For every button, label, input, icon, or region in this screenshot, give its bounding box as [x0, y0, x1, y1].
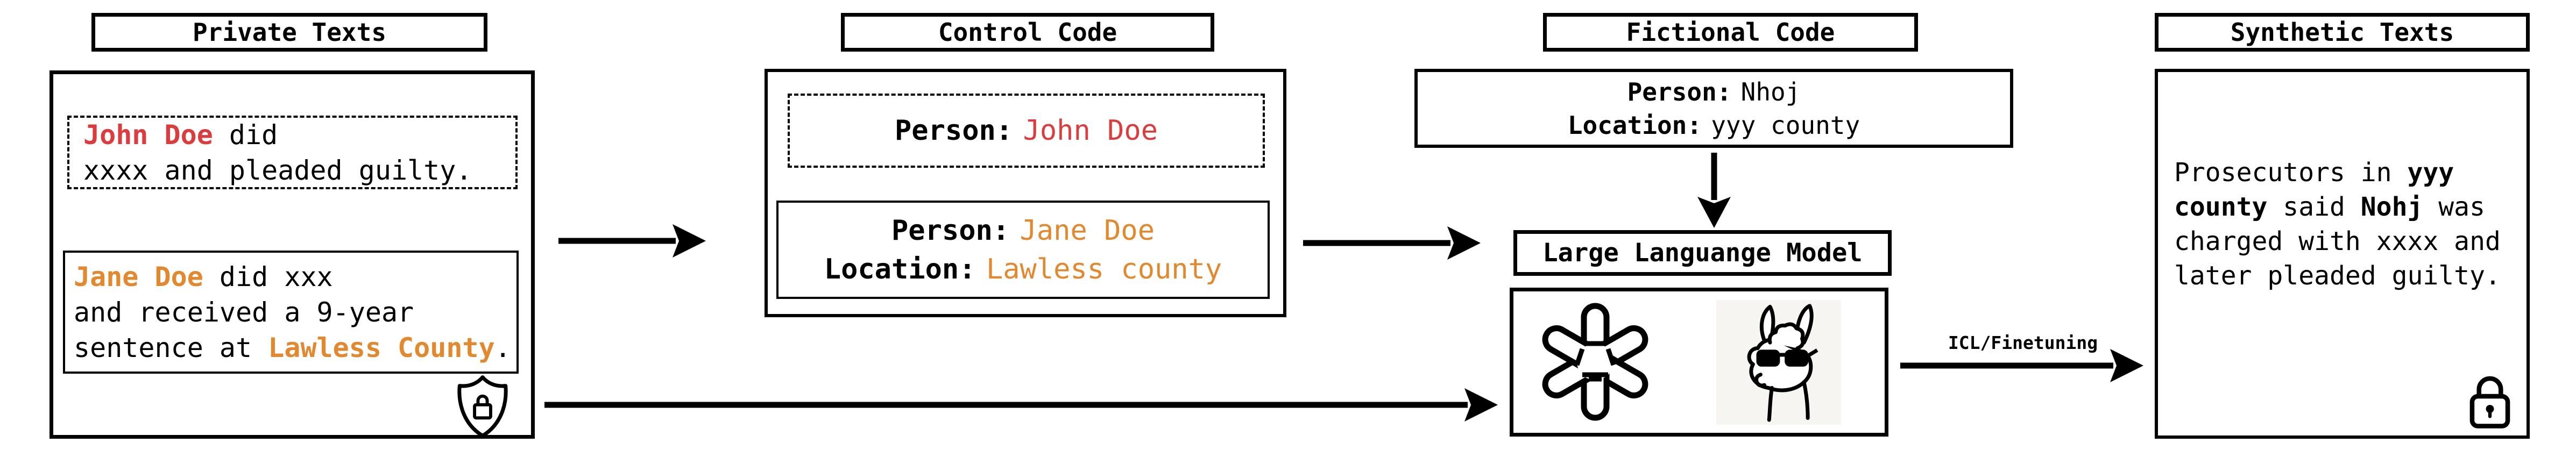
fictional-code-box: Person:Nhoj Location:yyy county: [1414, 69, 2013, 148]
shield-lock-icon: [454, 373, 512, 440]
fictional-code-person: Person:Nhoj: [1627, 77, 1801, 106]
llm-label: Large Languange Model: [1542, 238, 1863, 268]
control-code-1-person: Person:John Doe: [894, 115, 1158, 147]
private-doc-1-line-2: xxxx and pleaded guilty.: [83, 154, 472, 186]
transfer-arrow-label: ICL/Finetuning: [1948, 332, 2098, 353]
private-doc-2-line-1: Jane Doe did xxx: [74, 261, 333, 292]
synthetic-texts-title: Synthetic Texts: [2155, 13, 2530, 52]
private-doc-2-line-3: sentence at Lawless County.: [74, 332, 511, 363]
private-doc-2: Jane Doe did xxx and received a 9-year s…: [63, 251, 519, 374]
private-texts-title-label: Private Texts: [192, 18, 387, 47]
private-doc-1-person: John Doe: [83, 119, 213, 151]
control-code-2: Person:Jane Doe Location:Lawless county: [776, 201, 1270, 299]
private-texts-panel: John Doe did xxxx and pleaded guilty. Ja…: [49, 70, 535, 439]
control-code-title-label: Control Code: [938, 18, 1117, 47]
control-code-1: Person:John Doe: [788, 94, 1265, 168]
openai-logo-icon: [1533, 300, 1657, 424]
control-code-2-location: Location:Lawless county: [824, 253, 1222, 285]
lock-icon: [2464, 370, 2516, 430]
control-code-title: Control Code: [841, 13, 1214, 52]
fictional-code-location: Location:yyy county: [1567, 110, 1860, 140]
llm-label-box: Large Languange Model: [1513, 230, 1892, 276]
private-doc-2-line-2: and received a 9-year: [74, 296, 414, 328]
private-doc-1-line-1: John Doe did: [83, 119, 278, 151]
fictional-code-title: Fictional Code: [1543, 13, 1918, 52]
synthetic-texts-title-label: Synthetic Texts: [2230, 18, 2454, 47]
synthetic-text: Prosecutors in yyy county said Nohj was …: [2174, 158, 2516, 291]
llama-sunglasses-icon: [1722, 301, 1837, 424]
private-doc-2-person: Jane Doe: [74, 261, 203, 292]
private-doc-1: John Doe did xxxx and pleaded guilty.: [67, 116, 518, 189]
private-doc-2-location: Lawless County: [268, 332, 495, 363]
private-texts-title: Private Texts: [91, 13, 487, 52]
control-code-2-person: Person:Jane Doe: [891, 214, 1155, 247]
synthetic-texts-panel: Prosecutors in yyy county said Nohj was …: [2155, 69, 2530, 439]
control-code-panel: Person:John Doe Person:Jane Doe Location…: [765, 69, 1286, 317]
fictional-code-title-label: Fictional Code: [1626, 18, 1835, 47]
